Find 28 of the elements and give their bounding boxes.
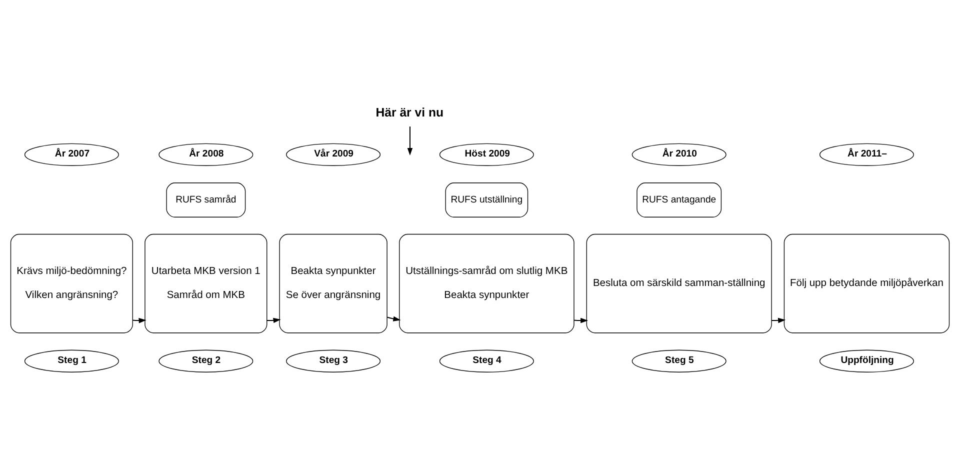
node-ellipse: Steg 5 <box>632 350 726 372</box>
node-ellipse: Höst 2009 <box>439 143 534 166</box>
node-text: Här är vi nu <box>376 105 444 120</box>
node-box: Utställnings-samråd om slutlig MKB Beakta synpunkter <box>399 234 574 334</box>
node-box: RUFS samråd <box>166 182 246 218</box>
node-ellipse: År 2007 <box>24 143 119 166</box>
arrow <box>772 318 786 324</box>
arrow <box>407 126 413 156</box>
arrow <box>574 318 588 324</box>
node-box: RUFS utställning <box>445 182 528 218</box>
arrow <box>387 316 401 322</box>
node-ellipse: År 2008 <box>158 143 254 166</box>
node-ellipse: Steg 3 <box>286 350 381 372</box>
node-ellipse: Vår 2009 <box>286 143 381 166</box>
node-box: Följ upp betydande miljöpåverkan <box>784 234 950 334</box>
node-ellipse: Steg 4 <box>439 350 534 372</box>
node-ellipse: Steg 2 <box>158 350 254 372</box>
node-ellipse: Steg 1 <box>24 350 119 372</box>
node-box: Krävs miljö-bedömning? Vilken angränsning? <box>10 234 133 334</box>
node-ellipse: År 2010 <box>632 143 726 166</box>
node-ellipse: Uppföljning <box>819 350 914 372</box>
node-box: Beakta synpunkter Se över angränsning <box>279 234 388 334</box>
node-box: RUFS antagande <box>636 182 722 218</box>
arrow <box>132 318 146 324</box>
node-box: Utarbeta MKB version 1 Samråd om MKB <box>144 234 268 334</box>
arrow <box>266 318 281 324</box>
node-ellipse: År 2011– <box>819 143 914 166</box>
node-box: Besluta om särskild samman-ställning <box>586 234 772 334</box>
